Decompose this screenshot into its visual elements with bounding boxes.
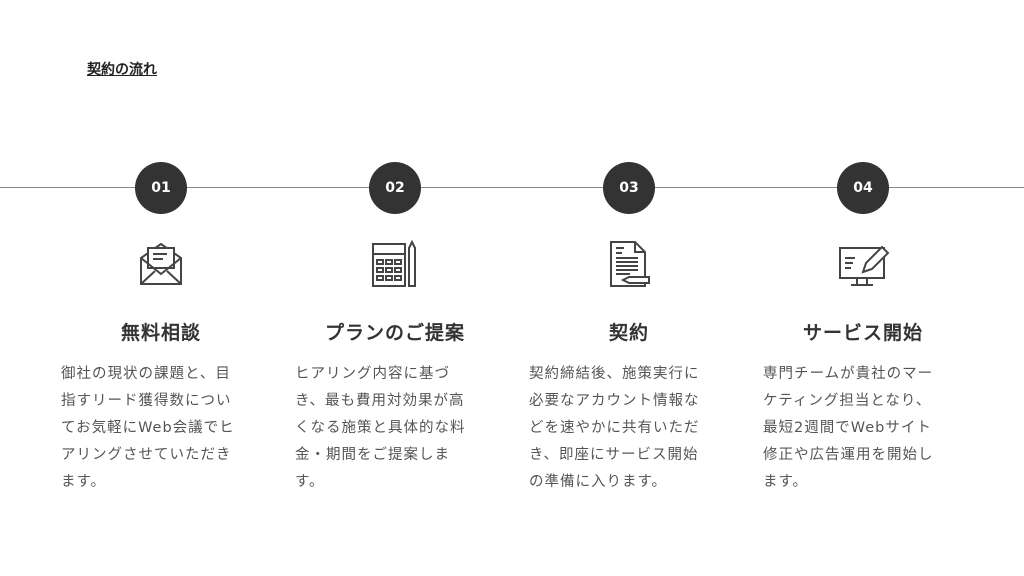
- step-number: 04: [837, 162, 889, 214]
- desc-line: 修正や広告運用を開始し: [763, 447, 934, 463]
- step-2: 02 プランのご提案 ヒアリング内容に基づき、最も費用対効果が高くなる施策と具体…: [290, 162, 500, 496]
- contract-icon: [610, 241, 650, 287]
- desc-line: 指すリード獲得数につい: [61, 393, 232, 409]
- desc-line: ケティング担当となり、: [763, 393, 932, 409]
- desc-line: の準備に入ります。: [529, 474, 668, 490]
- desc-line: くなる施策と具体的な料: [295, 420, 466, 436]
- desc-line: アリングさせていただき: [61, 447, 232, 463]
- step-description: 御社の現状の課題と、目指すリード獲得数についてお気軽にWeb会議でヒアリングさせ…: [56, 361, 266, 496]
- step-title: 契約: [608, 322, 649, 344]
- desc-line: どを速やかに共有いただ: [529, 420, 700, 436]
- desc-line: ヒアリング内容に基づ: [295, 366, 450, 382]
- section-heading: 契約の流れ: [87, 62, 157, 78]
- step-3: 03 契約 契約締結後、施策実行に必要なアカウント情報などを速やかに共有いただき…: [524, 162, 734, 496]
- desc-line: 御社の現状の課題と、目: [61, 366, 231, 382]
- step-title: 無料相談: [120, 322, 201, 344]
- desc-line: ます。: [763, 474, 809, 490]
- desc-line: 契約締結後、施策実行に: [529, 366, 700, 382]
- step-number: 02: [369, 162, 421, 214]
- desc-line: す。: [295, 474, 325, 490]
- envelope-icon: [140, 242, 182, 285]
- calculator-icon: [372, 239, 416, 287]
- desc-line: 必要なアカウント情報な: [529, 393, 700, 409]
- desc-line: 専門チームが貴社のマー: [763, 366, 934, 382]
- desc-line: 最短2週間でWebサイト: [763, 420, 932, 436]
- desc-line: き、最も費用対効果が高: [295, 393, 465, 409]
- desc-line: てお気軽にWeb会議でヒ: [61, 420, 235, 436]
- step-description: ヒアリング内容に基づき、最も費用対効果が高くなる施策と具体的な料金・期間をご提案…: [290, 361, 500, 496]
- desc-line: ます。: [61, 474, 107, 490]
- step-number: 03: [603, 162, 655, 214]
- step-1: 01 無料相談 御社の現状の課題と、目指すリード獲得数についてお気軽にWeb会議…: [56, 162, 266, 496]
- step-title: サービス開始: [802, 322, 923, 344]
- timeline-line: [0, 187, 1024, 188]
- step-description: 契約締結後、施策実行に必要なアカウント情報などを速やかに共有いただき、即座にサー…: [524, 361, 734, 496]
- desc-line: き、即座にサービス開始: [529, 447, 699, 463]
- step-4: 04 サービス開始 専門チームが貴社のマーケティング担当となり、最短2週間でWe…: [758, 162, 968, 496]
- step-description: 専門チームが貴社のマーケティング担当となり、最短2週間でWebサイト修正や広告運…: [758, 361, 968, 496]
- monitor-edit-icon: [839, 245, 890, 286]
- step-number: 01: [135, 162, 187, 214]
- step-title: プランのご提案: [324, 322, 465, 344]
- desc-line: 金・期間をご提案しま: [295, 447, 450, 463]
